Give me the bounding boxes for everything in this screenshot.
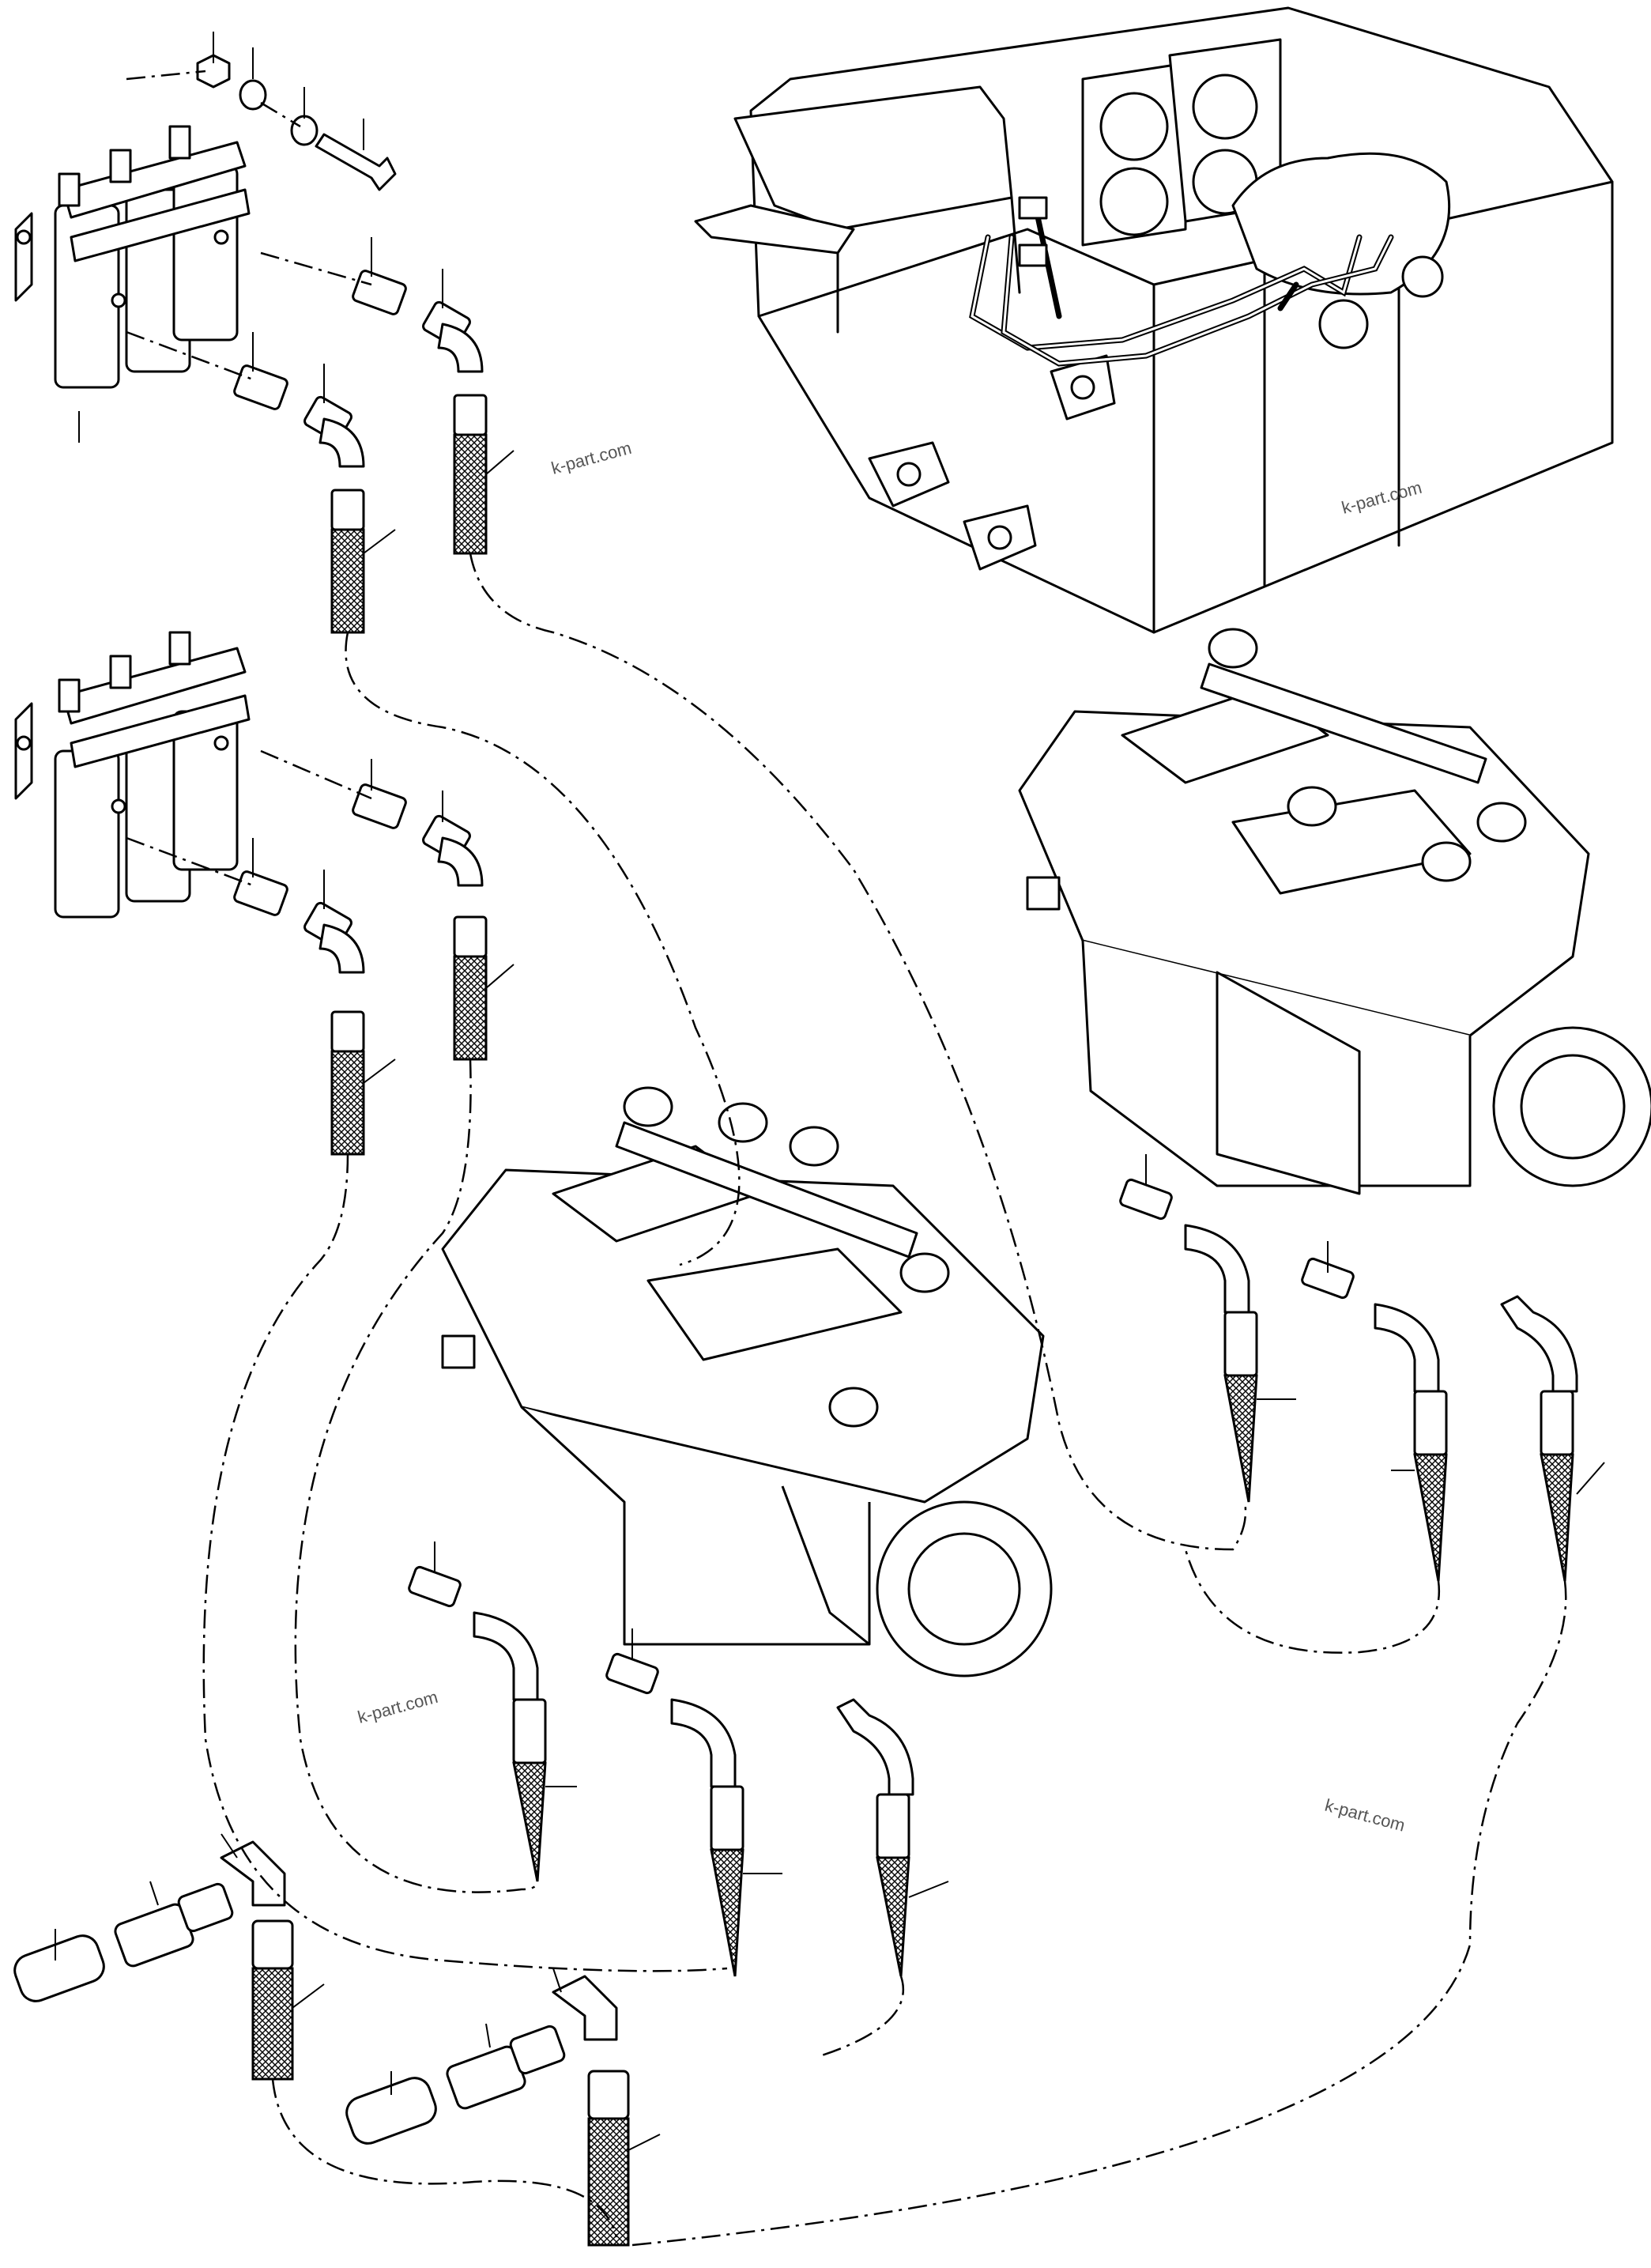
- watermark-4: k-part.com: [1323, 1795, 1408, 1836]
- hose-set-1: [233, 270, 488, 634]
- hose-routing-lines: [126, 70, 1567, 2247]
- hose-set-3: [1119, 1178, 1578, 1582]
- watermark-3: k-part.com: [356, 1687, 440, 1727]
- hose-set-2: [233, 783, 488, 1156]
- watermark-1: k-part.com: [549, 438, 634, 478]
- fittings-set-1: [13, 1840, 294, 2081]
- filter-assembly-1: [14, 54, 397, 389]
- engine-2: [441, 1086, 1053, 1677]
- hose-set-4: [408, 1565, 914, 1977]
- filter-assembly-2: [14, 631, 251, 919]
- leader-lines: [55, 32, 1605, 2151]
- fittings-set-2: [345, 1975, 630, 2247]
- engine-1: [1018, 628, 1651, 1195]
- machine-frame: [694, 6, 1614, 634]
